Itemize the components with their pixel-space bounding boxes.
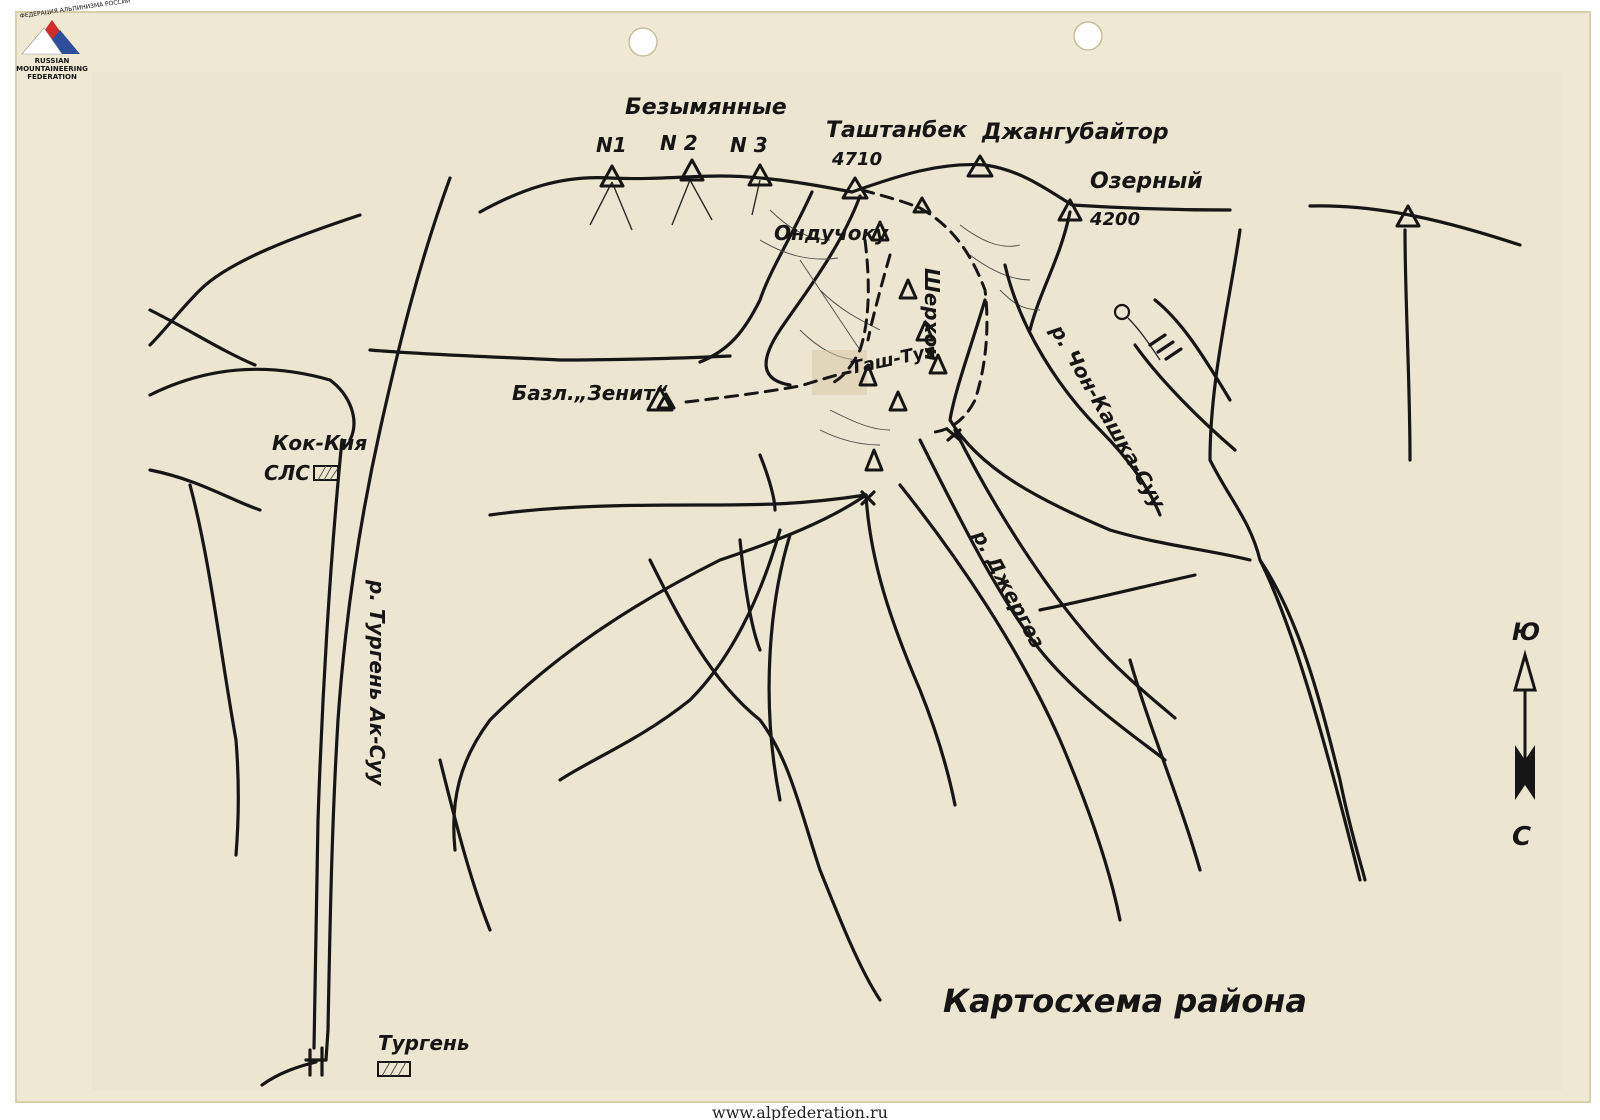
west-stream-4 (188, 483, 240, 857)
peak-n1-icon (599, 164, 625, 188)
pass-cross-2-icon (946, 428, 962, 442)
logo-mountain-white-icon (21, 27, 63, 55)
punch-hole-left (628, 27, 658, 57)
west-stream-2 (148, 367, 356, 442)
tributary-turgen-bottom (260, 1060, 318, 1087)
peak-n2-icon (679, 158, 705, 182)
logo-line3: FEDERATION (27, 73, 77, 81)
label-tashtanbek-alt: 4710 (831, 149, 882, 170)
logo-line1: RUSSIAN (35, 57, 70, 65)
turgen-building-hatch (381, 1061, 407, 1077)
peak-sherkhon-1-icon (898, 278, 918, 300)
compass-bottom-label: С (1512, 822, 1531, 852)
compass-top-label: Ю (1512, 618, 1540, 646)
footer-url[interactable]: www.alpfederation.ru (712, 1103, 888, 1120)
central-spur (764, 194, 862, 387)
label-tashtanbek: Таштанбек (826, 118, 968, 143)
lake-icon (1113, 303, 1131, 321)
label-base-camp: Базл.„Зенит“ (512, 381, 669, 405)
label-bezymyannye: Безымянные (625, 95, 787, 120)
peak-tash-tug-2-icon (888, 390, 908, 412)
river-kok-kiya-branch (148, 213, 362, 347)
label-kok-kiya: Кок-Кия (272, 431, 367, 455)
label-ozerny-alt: 4200 (1089, 209, 1140, 230)
logo-line2: MOUNTAINEERING (16, 65, 88, 73)
river-turgen-ak-suu (324, 176, 452, 1062)
turgen-building-icon (377, 1061, 411, 1077)
punch-hole-right (1073, 21, 1103, 51)
south-river-7 (1128, 658, 1202, 872)
peaks (599, 154, 1421, 472)
glacier-shade (812, 350, 867, 395)
lake-outlet (1127, 317, 1161, 361)
east-stream-4 (1153, 298, 1232, 402)
label-n2: N 2 (660, 131, 698, 155)
sls-building-hatch (317, 465, 339, 481)
peak-south-icon (864, 448, 884, 472)
south-ridge-line (488, 493, 868, 517)
main-south-river (864, 493, 957, 807)
route-tashtanbek-traverse (860, 188, 989, 434)
base-camp-tent-inner-icon (656, 392, 676, 410)
river-turgen-west-bank (312, 438, 344, 1050)
south-river-9 (1258, 558, 1367, 882)
mid-ridge-line (368, 348, 732, 362)
ridge-spur (589, 179, 761, 231)
south-river-2 (558, 528, 782, 782)
peak-sherkhon-2-icon (915, 320, 935, 342)
peak-ozerny-icon (1057, 198, 1083, 222)
peak-east-icon (1395, 204, 1421, 228)
base-camp-tent-icon (646, 386, 674, 412)
route-onduchoku (866, 253, 892, 342)
south-river-6 (898, 483, 1122, 922)
river-chon-kashka-west (948, 298, 1252, 562)
main-ridge-line (478, 162, 1232, 214)
west-stream-1 (148, 308, 257, 367)
peak-pass-icon (912, 196, 932, 214)
label-river-turgen: р. Тургень Ак-Суу (365, 579, 389, 786)
bridge-icon (304, 1046, 328, 1077)
label-n1: N1 (596, 133, 627, 157)
south-river-4 (648, 558, 882, 1002)
south-river-3 (452, 493, 868, 852)
peak-dzhangubaitor-icon (966, 154, 994, 178)
peak-tashtanbek-icon (841, 176, 869, 200)
label-ozerny: Озерный (1090, 169, 1203, 194)
dam-hatch (1148, 333, 1183, 361)
peak-sherkhon-3-icon (928, 353, 948, 375)
label-turgen: Тургень (378, 1031, 469, 1055)
paper-inner (92, 72, 1562, 1090)
east-stream-1 (1133, 343, 1237, 452)
river-dzhergez (953, 428, 1177, 720)
south-river-5 (767, 533, 792, 802)
peak-tash-tug-icon (858, 363, 878, 387)
label-onduchoku: Ондучоку (774, 221, 889, 245)
route-sherkhon (828, 238, 870, 386)
east-stream-2 (1208, 228, 1362, 882)
map-title: Картосхема района (943, 982, 1307, 1020)
west-stream-3 (148, 468, 262, 512)
eastern-spur (1028, 210, 1072, 332)
route-base-to-tashtug (684, 370, 852, 404)
south-spur-1 (758, 453, 777, 512)
north-arrow-tail-icon (1515, 745, 1535, 800)
south-river-10 (738, 538, 762, 652)
north-arrow (1513, 649, 1537, 800)
label-n3: N 3 (730, 133, 768, 157)
glacier-hatching (759, 209, 1041, 446)
label-dzhangubaitor: Джангубайтор (981, 120, 1169, 145)
label-sls: СЛС (264, 461, 310, 485)
pass-cross-icon (860, 490, 876, 506)
label-sherkhon: Шерхон (920, 268, 944, 361)
peak-n3-icon (747, 163, 773, 187)
south-river-8 (438, 758, 492, 932)
river-chon-kashka-suu (1003, 263, 1162, 517)
river-dzhergez-branch (1038, 573, 1197, 612)
east-stream-3 (1403, 228, 1412, 462)
peak-onduchoku-icon (870, 220, 890, 242)
river-dzhergez-east (918, 438, 1167, 762)
